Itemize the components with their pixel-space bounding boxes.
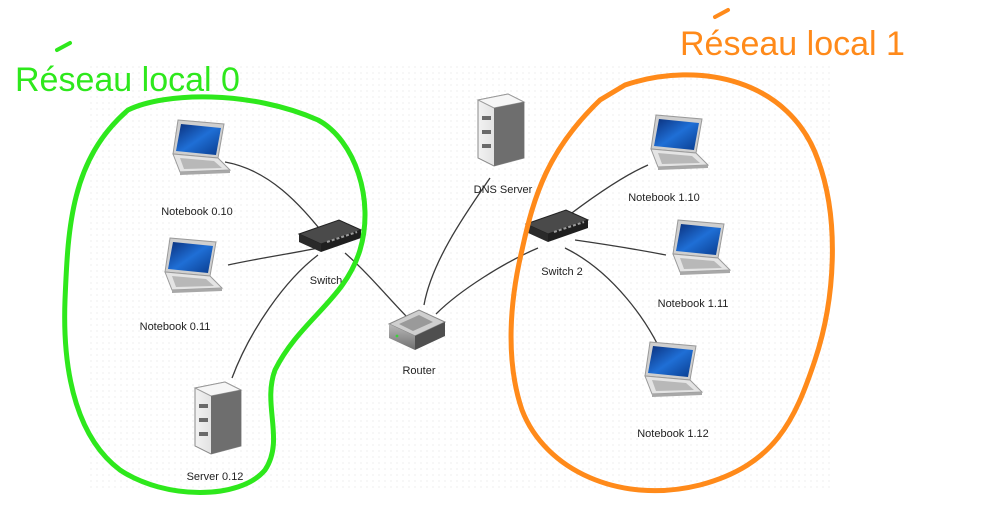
link-router-switch-2 (435, 247, 539, 315)
label-switch-2: Switch 2 (541, 266, 583, 278)
label-server-0-12: Server 0.12 (187, 471, 244, 483)
server-icon (477, 93, 525, 167)
lan-0-title: Réseau local 0 (15, 61, 240, 99)
lan-0-accent-tick (55, 41, 72, 52)
lan-1-accent-tick (713, 8, 730, 19)
label-notebook-1-12: Notebook 1.12 (637, 428, 709, 440)
link-switch-notebook-0-10 (224, 161, 324, 234)
link-switch-notebook-0-11 (227, 247, 319, 266)
label-dns-server: DNS Server (474, 184, 533, 196)
lan-0-boundary (62, 94, 368, 495)
server-icon (194, 381, 242, 455)
label-notebook-0-10: Notebook 0.10 (161, 206, 233, 218)
label-switch: Switch (310, 275, 342, 287)
device-router: Router (388, 309, 446, 377)
device-server-0-12: Server 0.12 (187, 381, 244, 483)
link-switch-server-0-12 (231, 254, 319, 379)
device-dns-server: DNS Server (474, 93, 533, 196)
label-router: Router (402, 365, 435, 377)
label-notebook-0-11: Notebook 0.11 (140, 321, 211, 333)
link-switch-router (344, 252, 409, 319)
device-notebook-1-10: Notebook 1.10 (628, 114, 709, 204)
lan-1-title: Réseau local 1 (680, 25, 905, 63)
device-switch-2: Switch 2 (525, 209, 589, 278)
device-switch: Switch (298, 219, 362, 287)
link-router-dns-server (423, 177, 491, 306)
link-switch-2-notebook-1-11 (574, 239, 667, 256)
device-notebook-1-11: Notebook 1.11 (658, 219, 731, 310)
device-notebook-0-10: Notebook 0.10 (161, 119, 233, 218)
label-notebook-1-11: Notebook 1.11 (658, 298, 729, 310)
device-notebook-0-11: Notebook 0.11 (140, 237, 223, 333)
device-notebook-1-12: Notebook 1.12 (637, 341, 709, 440)
lan-1-boundary (508, 72, 835, 494)
label-notebook-1-10: Notebook 1.10 (628, 192, 700, 204)
